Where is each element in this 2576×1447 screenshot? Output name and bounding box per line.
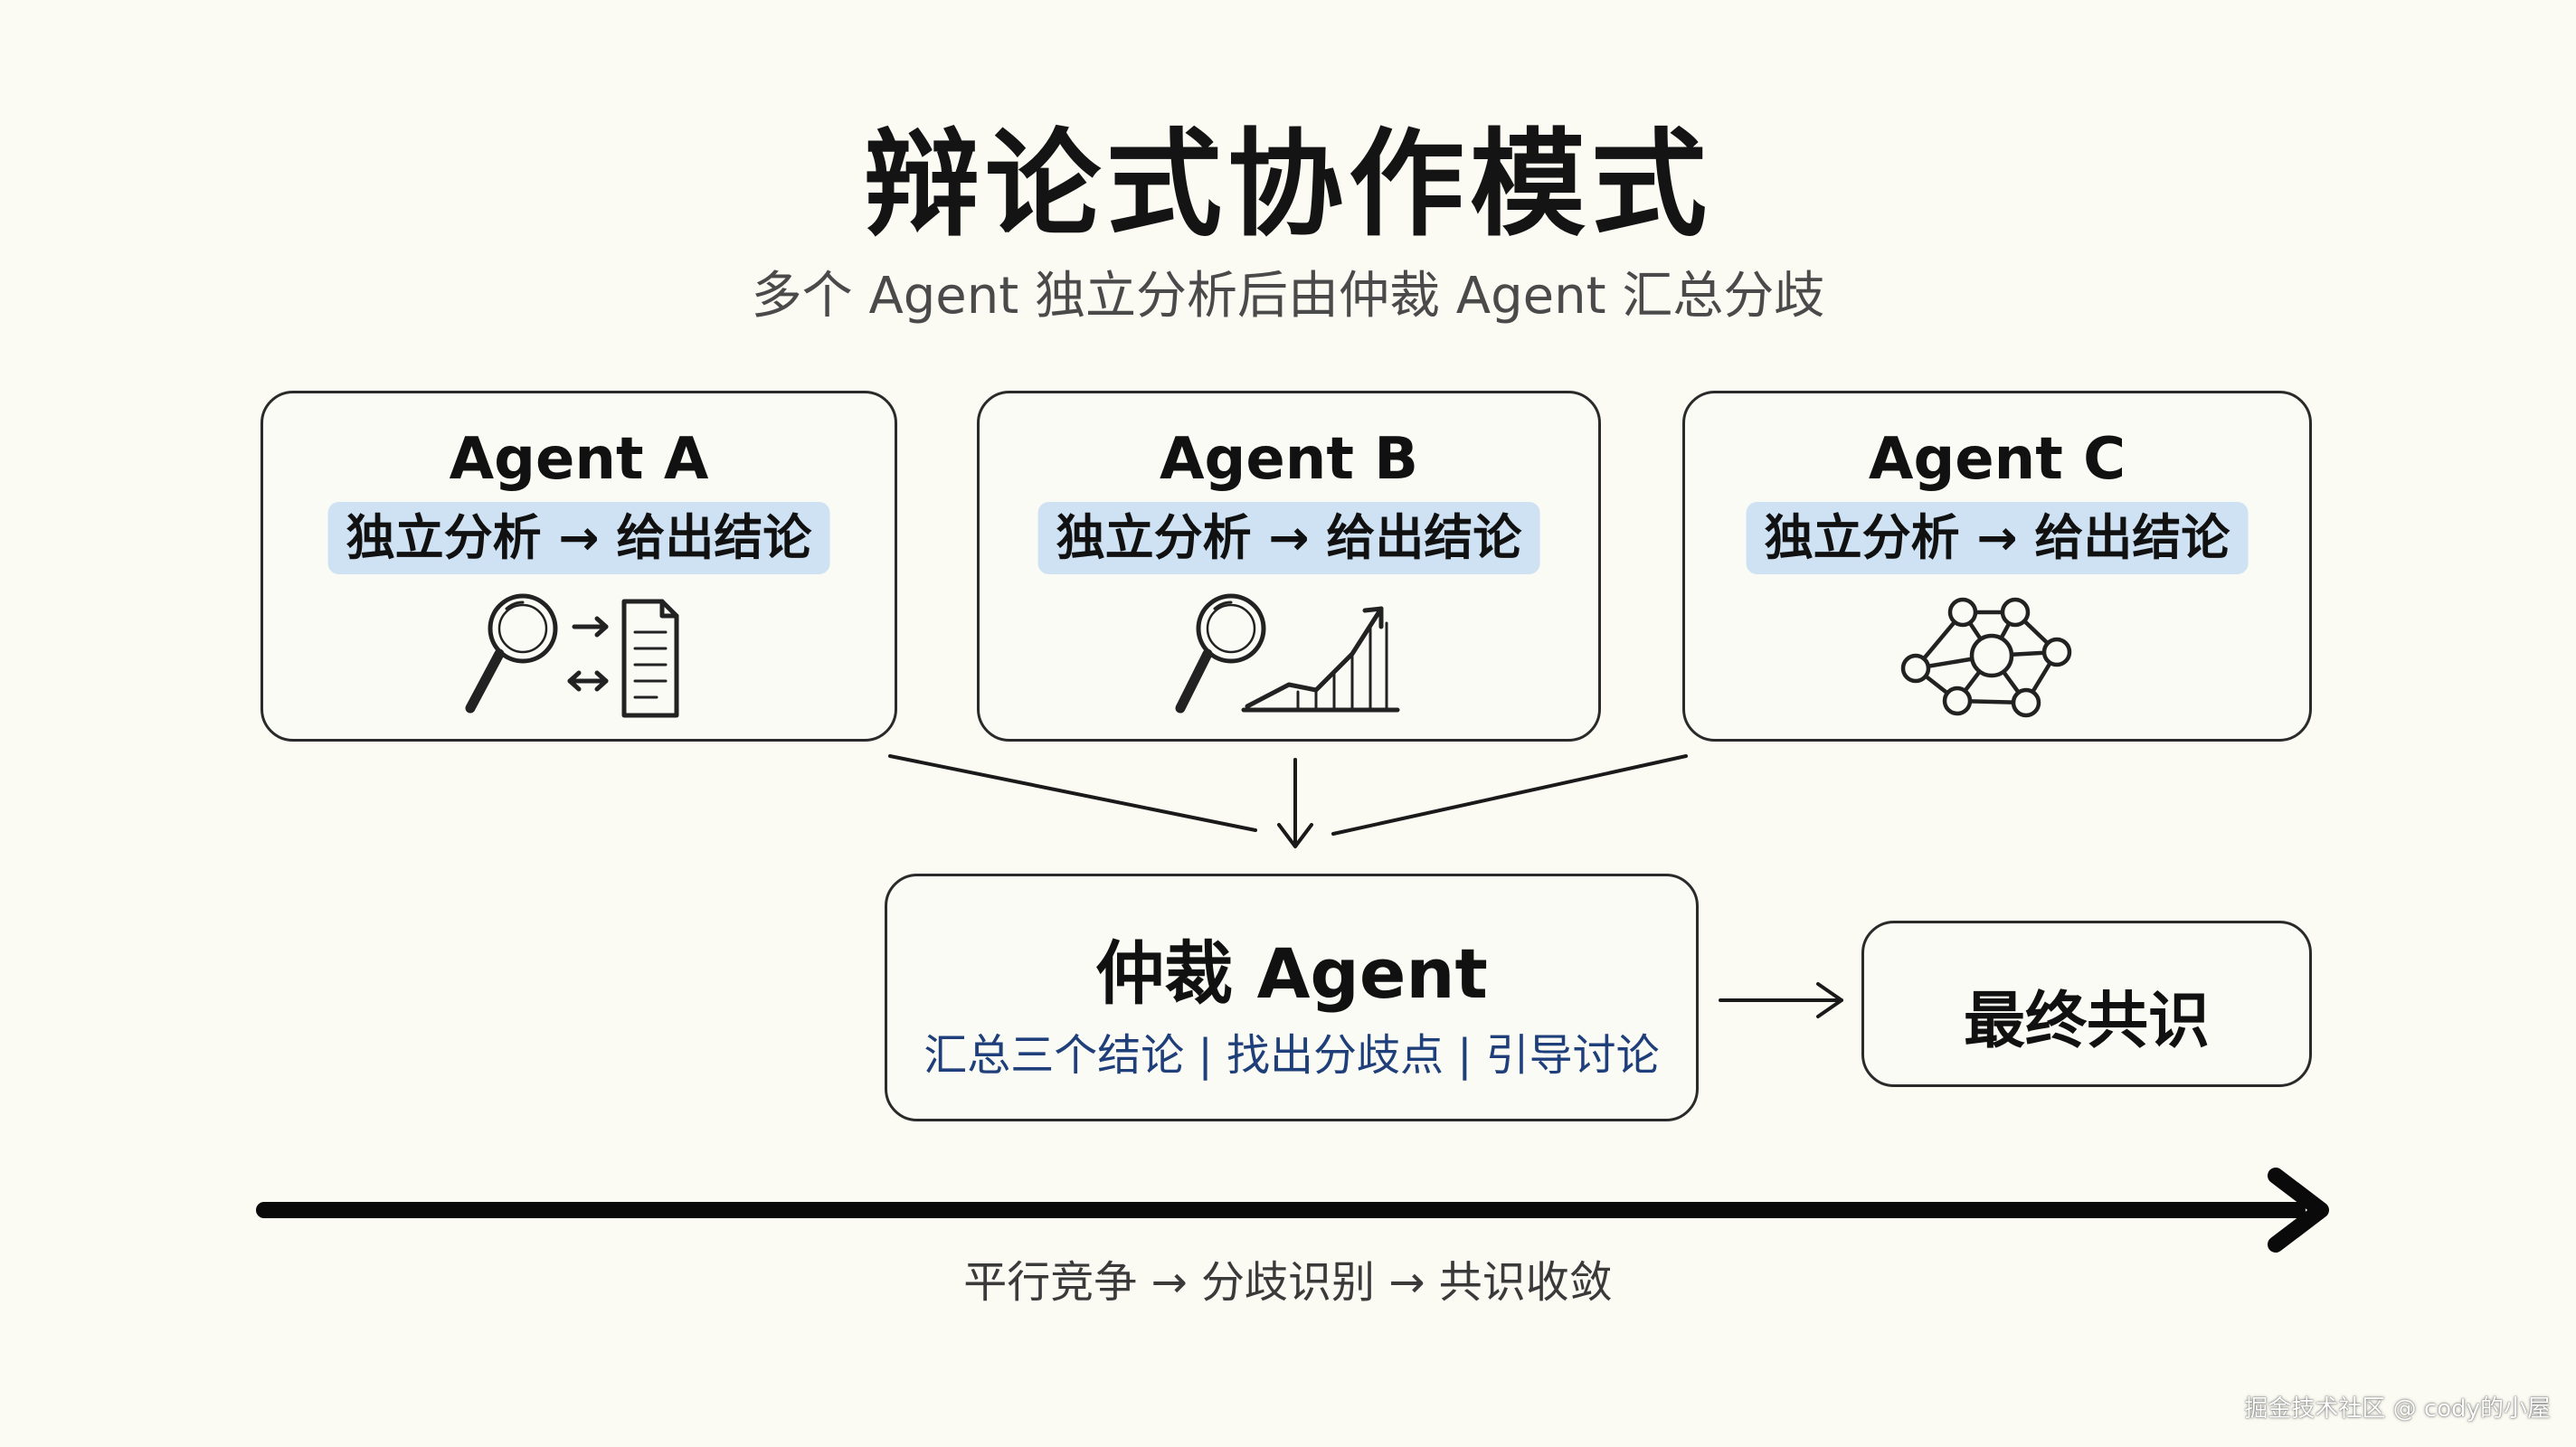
- search-growth-chart-icon: [1175, 593, 1400, 714]
- arrow-to-consensus: [1719, 982, 1843, 1018]
- arbiter-title: 仲裁 Agent: [1095, 933, 1488, 1014]
- search-document-icon: [465, 593, 679, 718]
- consensus-label: 最终共识: [1963, 986, 2210, 1057]
- agent-card-c: Agent C 独立分析 → 给出结论: [1682, 391, 2312, 742]
- agent-name: Agent C: [1868, 426, 2126, 493]
- agent-card-a: Agent A 独立分析 → 给出结论: [260, 391, 897, 742]
- network-nodes-icon: [1900, 597, 2072, 718]
- diagram-subtitle: 多个 Agent 独立分析后由仲裁 Agent 汇总分歧: [751, 267, 1825, 326]
- connector-c-to-arbiter: [1331, 754, 1688, 836]
- connector-a-to-arbiter: [888, 754, 1257, 832]
- agent-name: Agent B: [1160, 426, 1418, 493]
- arbiter-card: 仲裁 Agent 汇总三个结论 | 找出分歧点 | 引导讨论: [885, 874, 1699, 1121]
- diagram-title: 辩论式协作模式: [863, 118, 1712, 252]
- agent-task-pill: 独立分析 → 给出结论: [327, 502, 830, 574]
- watermark: 掘金技术社区 @ cody的小屋: [2244, 1395, 2551, 1423]
- arbiter-description: 汇总三个结论 | 找出分歧点 | 引导讨论: [923, 1030, 1660, 1081]
- timeline-caption: 平行竞争 → 分歧识别 → 共识收敛: [963, 1257, 1613, 1308]
- agent-task-pill: 独立分析 → 给出结论: [1037, 502, 1540, 574]
- consensus-card: 最终共识: [1861, 921, 2312, 1087]
- timeline-arrow: [256, 1168, 2329, 1253]
- agent-card-b: Agent B 独立分析 → 给出结论: [977, 391, 1601, 742]
- arrow-down-to-arbiter: [1277, 758, 1313, 848]
- agent-name: Agent A: [449, 426, 709, 493]
- agent-task-pill: 独立分析 → 给出结论: [1746, 502, 2249, 574]
